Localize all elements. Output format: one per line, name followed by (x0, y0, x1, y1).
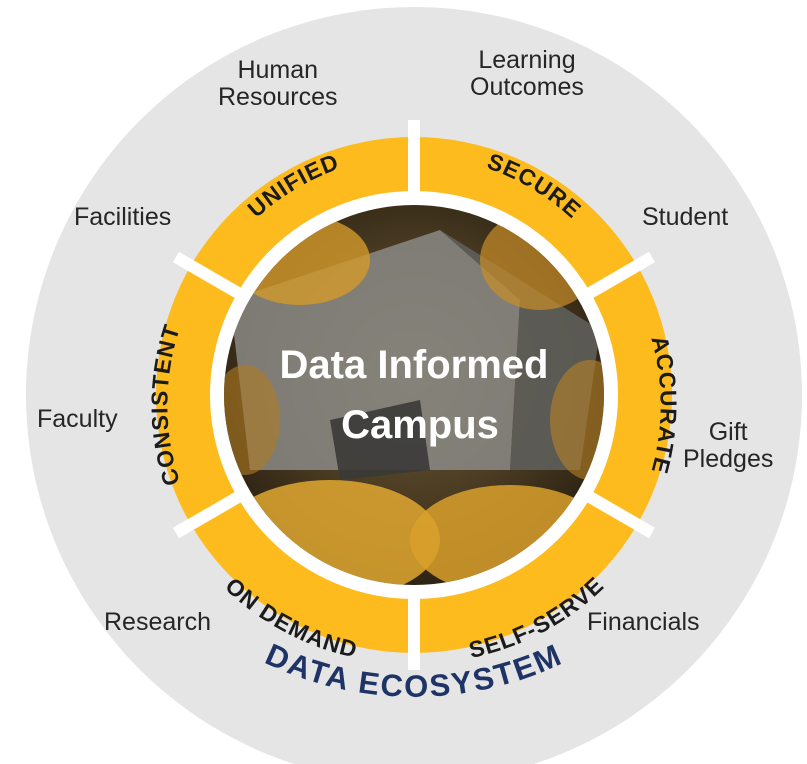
domain-human-resources: Human Resources (218, 57, 338, 111)
domain-student: Student (642, 203, 729, 231)
center-title-line1: Data Informed (280, 343, 549, 387)
domain-financials: Financials (587, 608, 700, 636)
domain-gift-pledges: Gift Pledges (683, 419, 773, 473)
domain-learning-outcomes: Learning Outcomes (470, 47, 584, 101)
domain-learning-outcomes-line1: Learning (478, 46, 576, 74)
domain-research: Research (104, 608, 211, 636)
domain-faculty: Faculty (37, 405, 118, 433)
center-photo: Data Informed Campus (210, 191, 618, 599)
domain-facilities: Facilities (74, 203, 172, 231)
domain-learning-outcomes-line2: Outcomes (470, 73, 584, 101)
center-title-line2: Campus (341, 403, 499, 447)
domain-human-resources-line1: Human (237, 56, 319, 84)
domain-gift-pledges-line2: Pledges (683, 445, 774, 473)
domain-human-resources-line2: Resources (218, 83, 338, 111)
domain-gift-pledges-line1: Gift (708, 418, 748, 446)
